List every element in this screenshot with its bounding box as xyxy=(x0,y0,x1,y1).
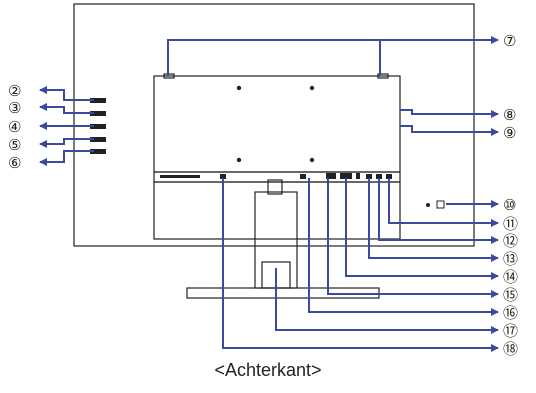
monitor-outline xyxy=(73,3,475,247)
lower-housing xyxy=(153,181,401,240)
callout-6: ⑥ xyxy=(8,154,21,172)
callout-13: ⑬ xyxy=(503,250,518,268)
security-slot xyxy=(426,200,445,209)
callout-16: ⑯ xyxy=(503,304,518,322)
rear-housing xyxy=(153,75,401,173)
callout-12: ⑫ xyxy=(503,232,518,250)
callout-9: ⑨ xyxy=(503,124,516,142)
callout-14: ⑭ xyxy=(503,268,518,286)
callout-15: ⑮ xyxy=(503,286,518,304)
diagram-caption: <Achterkant> xyxy=(214,360,322,380)
control-buttons xyxy=(90,98,106,154)
callout-8: ⑧ xyxy=(503,106,516,124)
callout-labels: ⑦ ② ③ ④ ⑤ ⑥ ⑧ ⑨ ⑩ ⑪ ⑫ ⑬ ⑭ ⑮ ⑯ ⑰ ⑱ xyxy=(8,32,518,358)
callout-7: ⑦ xyxy=(503,32,516,50)
callout-lines xyxy=(39,36,499,352)
callout-10: ⑩ xyxy=(503,196,516,214)
callout-4: ④ xyxy=(8,118,21,136)
callout-11: ⑪ xyxy=(503,215,518,233)
ports xyxy=(160,173,392,179)
callout-3: ③ xyxy=(8,99,21,117)
callout-2: ② xyxy=(8,82,21,100)
callout-5: ⑤ xyxy=(8,136,21,154)
vesa-holes xyxy=(236,85,315,163)
callout-17: ⑰ xyxy=(503,322,518,340)
callout-18: ⑱ xyxy=(503,340,518,358)
